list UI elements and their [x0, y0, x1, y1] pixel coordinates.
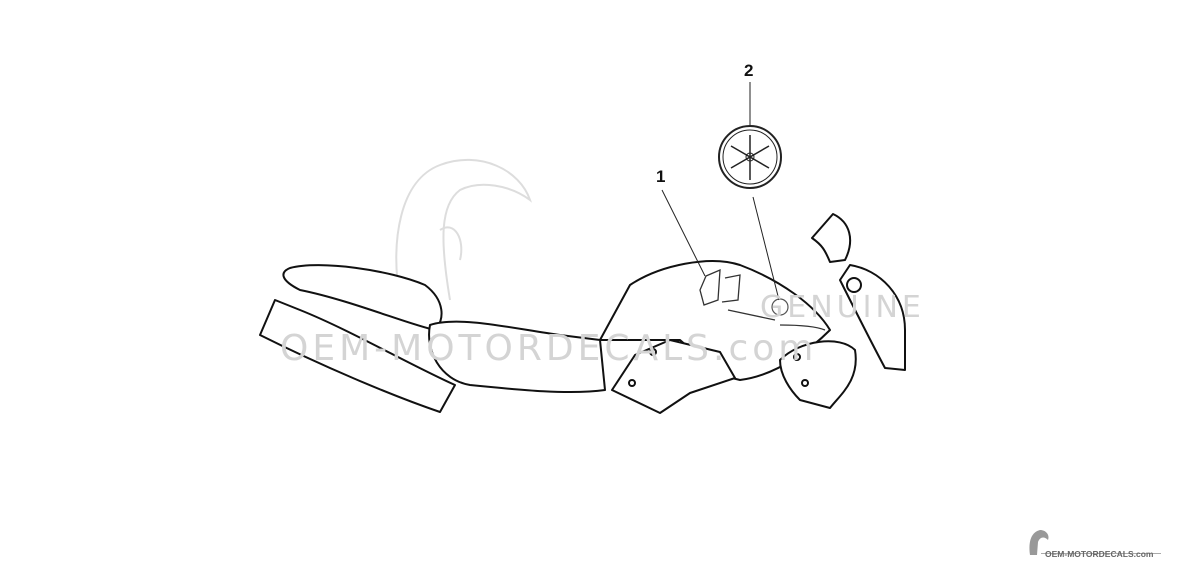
tuning-fork-emblem — [718, 125, 782, 189]
fuel-tank — [599, 260, 831, 381]
seat — [428, 320, 606, 394]
muffler — [259, 299, 456, 413]
callout-1: 1 — [656, 167, 666, 186]
tank-emblem — [771, 298, 789, 316]
footer-logo-bird — [1029, 530, 1161, 555]
watermark-genuine: GENUINE — [760, 290, 925, 325]
tank-graphic-decal — [699, 268, 826, 331]
callout-2: 2 — [744, 61, 754, 80]
watermark-bird-logo — [395, 159, 532, 301]
footer-logo-text: OEM-MOTORDECALS.com — [1045, 549, 1154, 559]
side-cover — [611, 339, 736, 414]
small-cover — [811, 213, 852, 263]
watermark-site: OEM-MOTORDECALS.com — [280, 328, 818, 369]
leader-lines — [661, 82, 780, 301]
